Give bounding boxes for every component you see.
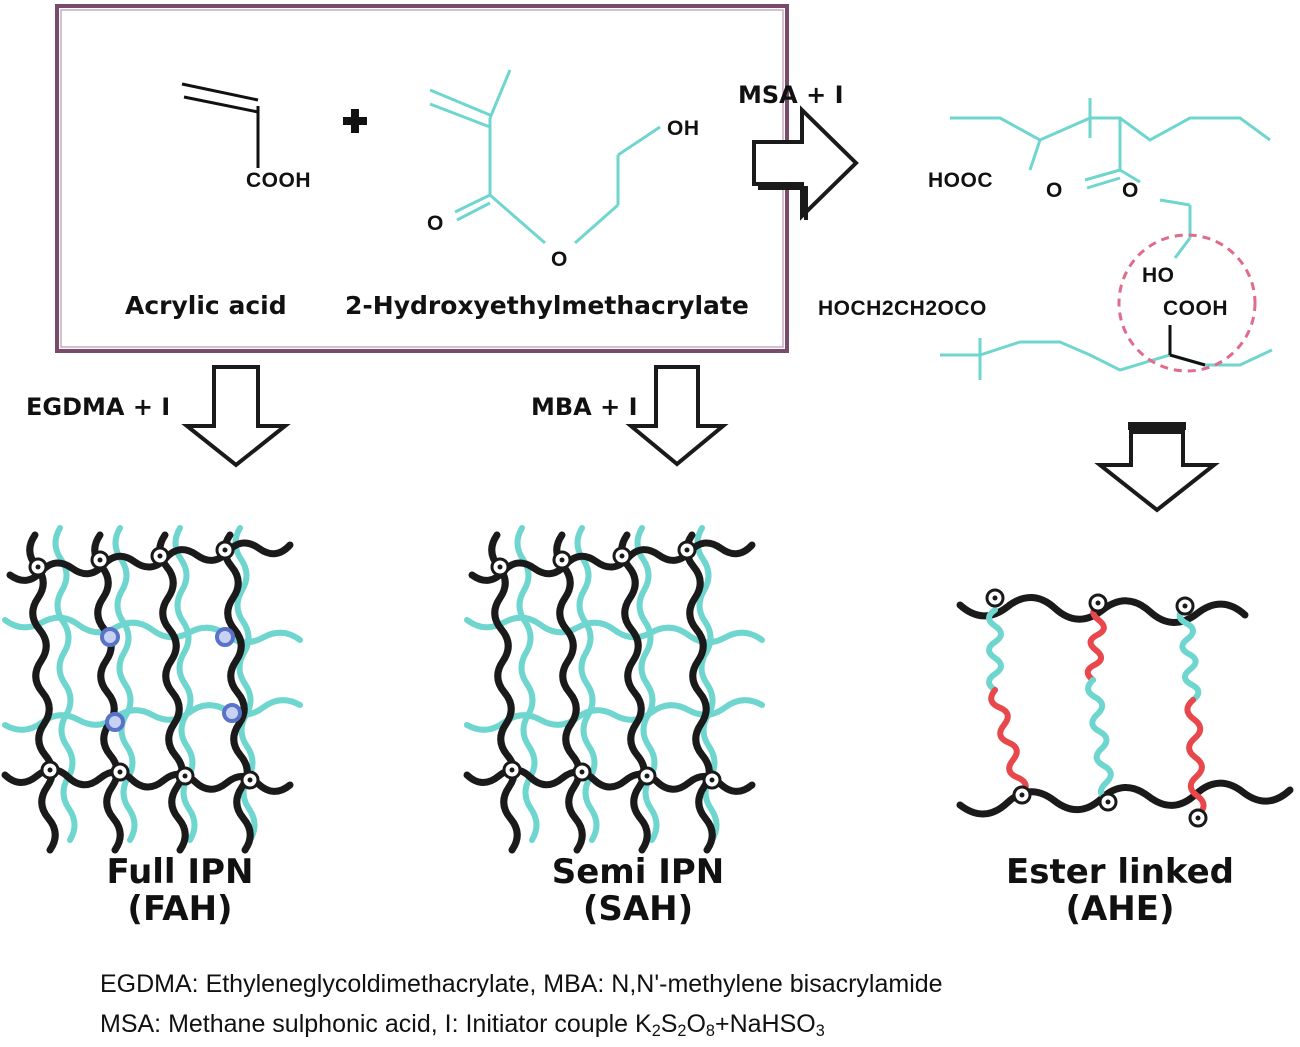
acrylic-chain bbox=[26, 531, 59, 854]
hema-chain bbox=[986, 607, 1004, 693]
ester-linked-name: Ester linked bbox=[1006, 852, 1234, 892]
ester-link-chain bbox=[1084, 602, 1107, 683]
junction-node bbox=[1098, 792, 1118, 812]
hema-chain bbox=[2, 697, 303, 733]
junction-node bbox=[552, 550, 572, 570]
junction-node bbox=[502, 760, 522, 780]
acrylic-chain bbox=[683, 531, 716, 854]
acrylic-acid-label: Acrylic acid bbox=[125, 291, 287, 320]
copolymer-carbonyl-o: O bbox=[1046, 179, 1063, 202]
junction-node bbox=[1088, 593, 1108, 613]
copolymer-side-ester: HOCH2CH2OCO bbox=[818, 297, 987, 320]
hema-oh: OH bbox=[667, 117, 700, 140]
copolymer-hooc: HOOC bbox=[928, 169, 993, 192]
crosslink-node bbox=[215, 627, 235, 647]
junction-node bbox=[175, 766, 195, 786]
semi-ipn-name: Semi IPN bbox=[551, 852, 725, 892]
junction-node bbox=[985, 588, 1005, 608]
hema-ester-o: O bbox=[551, 248, 568, 271]
junction-node bbox=[40, 760, 60, 780]
acrylic-chain bbox=[156, 531, 189, 854]
junction-node bbox=[677, 540, 697, 560]
junction-node bbox=[28, 557, 48, 577]
full-ipn-network bbox=[1, 525, 303, 854]
semi-ipn-title: Semi IPN (SAH) bbox=[538, 855, 738, 926]
hema-carbonyl-o: O bbox=[427, 212, 444, 235]
hema-structure bbox=[429, 69, 661, 245]
acrylic-acid-cooh: COOH bbox=[246, 169, 311, 192]
copolymer-ho: HO bbox=[1142, 264, 1175, 287]
reactive-site-dashed-circle bbox=[1117, 233, 1257, 373]
mba-arrow-label: MBA + I bbox=[531, 393, 638, 421]
egdma-arrow-icon bbox=[181, 365, 291, 468]
acrylic-chain bbox=[468, 539, 756, 584]
hema-label: 2-Hydroxyethylmethacrylate bbox=[345, 291, 749, 320]
junction-node bbox=[702, 770, 722, 790]
acrylic-chain bbox=[91, 531, 124, 854]
copolymer-structure bbox=[940, 98, 1273, 380]
acrylic-acid-structure bbox=[181, 82, 260, 168]
msa-arrow-icon bbox=[752, 105, 859, 221]
acrylic-chain bbox=[488, 531, 521, 854]
hema-chain bbox=[172, 525, 198, 843]
junction-node bbox=[240, 770, 260, 790]
full-ipn-name: Full IPN bbox=[106, 852, 254, 892]
junction-node bbox=[90, 550, 110, 570]
msa-arrow-label: MSA + I bbox=[738, 81, 844, 109]
hema-chain bbox=[514, 525, 540, 843]
egdma-arrow-label: EGDMA + I bbox=[26, 393, 171, 421]
hema-chain bbox=[2, 614, 303, 646]
plus-icon bbox=[343, 109, 367, 133]
acrylic-chain bbox=[6, 539, 294, 584]
crosslink-node bbox=[105, 712, 125, 732]
ester-linked-code: (AHE) bbox=[1065, 889, 1175, 929]
junction-node bbox=[1188, 808, 1208, 828]
junction-node bbox=[637, 766, 657, 786]
acrylic-chain bbox=[553, 531, 586, 854]
copolymer-ester-o: O bbox=[1122, 179, 1139, 202]
copolymer-cooh: COOH bbox=[1163, 297, 1228, 320]
ester-link-chain bbox=[1184, 697, 1207, 818]
hema-chain bbox=[112, 525, 138, 843]
full-ipn-code: (FAH) bbox=[127, 889, 233, 929]
ester-linked-title: Ester linked (AHE) bbox=[990, 855, 1250, 926]
semi-ipn-code: (SAH) bbox=[582, 889, 694, 929]
acrylic-chain bbox=[956, 779, 1294, 818]
ester-linked-network bbox=[956, 588, 1294, 828]
crosslink-node bbox=[100, 627, 120, 647]
hema-chain bbox=[464, 614, 765, 646]
junction-node bbox=[150, 546, 170, 566]
junction-node bbox=[612, 546, 632, 566]
full-ipn-title: Full IPN (FAH) bbox=[80, 855, 280, 926]
hema-chain bbox=[634, 525, 660, 843]
ester-arrow-icon bbox=[1094, 430, 1220, 513]
junction-node bbox=[110, 762, 130, 782]
junction-node bbox=[490, 557, 510, 577]
legend-line-1: EGDMA: Ethyleneglycoldimethacrylate, MBA… bbox=[100, 970, 943, 998]
junction-node bbox=[1175, 596, 1195, 616]
acrylic-chain bbox=[221, 531, 254, 854]
hema-chain bbox=[574, 525, 600, 843]
hema-chain bbox=[52, 525, 78, 843]
semi-ipn-network bbox=[463, 525, 765, 854]
acrylic-chain bbox=[618, 531, 651, 854]
junction-node bbox=[572, 762, 592, 782]
junction-node bbox=[1012, 785, 1032, 805]
mba-arrow-icon bbox=[625, 365, 729, 467]
ester-link-chain bbox=[988, 687, 1029, 798]
legend-line-2: MSA: Methane sulphonic acid, I: Initiato… bbox=[100, 1010, 825, 1041]
hema-chain bbox=[464, 697, 765, 733]
crosslink-node bbox=[222, 703, 242, 723]
hema-chain bbox=[1085, 677, 1114, 803]
junction-node bbox=[215, 540, 235, 560]
copolymer-black-bonds bbox=[1168, 325, 1206, 367]
hema-chain bbox=[1176, 605, 1202, 703]
